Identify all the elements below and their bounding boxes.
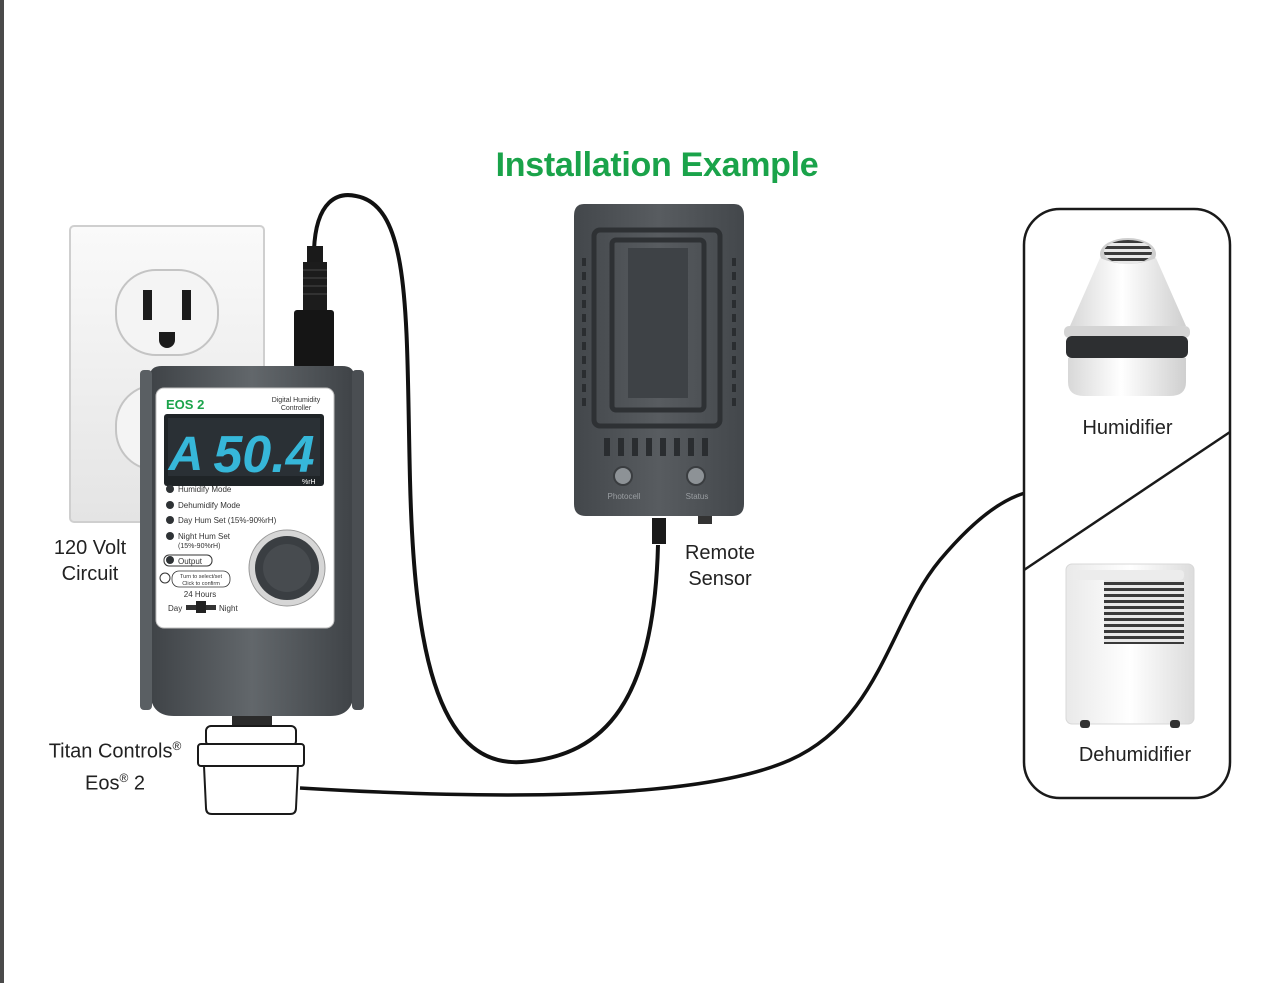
circuit-label-line1: 120 Volt bbox=[53, 537, 127, 559]
mode-list: Humidify Mode Dehumidify Mode Day Hum Se… bbox=[163, 485, 277, 567]
status-label: Status bbox=[686, 492, 709, 501]
jack-plug bbox=[294, 246, 334, 368]
titan-label-model: 2 bbox=[128, 772, 145, 795]
power-adapter bbox=[197, 725, 305, 815]
display-unit: %rH bbox=[302, 479, 316, 486]
controller-subtitle-2: Controller bbox=[281, 405, 312, 412]
mode-item: Day Hum Set (15%-90%rH) bbox=[178, 516, 277, 525]
sensor-label-line1: Remote bbox=[684, 542, 756, 564]
hours-label: 24 Hours bbox=[184, 590, 216, 599]
registered-mark: ® bbox=[172, 739, 182, 753]
page-title: Installation Example bbox=[495, 146, 819, 184]
titan-label-line2: Eos bbox=[85, 772, 120, 795]
controller-brand: EOS 2 bbox=[166, 397, 204, 412]
display-prefix: A bbox=[168, 428, 204, 481]
output-cable bbox=[299, 491, 1026, 797]
remote-sensor: Photocell Status bbox=[574, 204, 744, 544]
mode-item: Humidify Mode bbox=[178, 485, 232, 494]
sensor-vents bbox=[582, 258, 736, 456]
circuit-label: 120 Volt Circuit bbox=[28, 535, 152, 587]
night-range: (15%-90%rH) bbox=[178, 543, 220, 550]
mode-item: Night Hum Set bbox=[178, 532, 231, 541]
knob-icon bbox=[248, 529, 326, 607]
mode-item: Dehumidify Mode bbox=[178, 501, 241, 510]
status-led-icon bbox=[686, 466, 706, 486]
photocell-label: Photocell bbox=[608, 492, 641, 501]
eos2-controller: EOS 2 Digital Humidity Controller A 50.4… bbox=[140, 366, 364, 728]
night-label: Night bbox=[219, 604, 238, 613]
registered-mark: ® bbox=[119, 770, 129, 785]
turn-hint-2: Click to confirm bbox=[182, 581, 220, 587]
sensor-cable bbox=[312, 193, 660, 765]
sensor-label: Remote Sensor bbox=[660, 540, 780, 592]
turn-select-hint: Turn to select/set Click to confirm bbox=[159, 570, 231, 588]
humidifier-icon bbox=[1064, 238, 1190, 396]
controller-subtitle-1: Digital Humidity bbox=[272, 397, 321, 404]
humidifier-label: Humidifier bbox=[1082, 417, 1173, 439]
left-border bbox=[0, 0, 4, 983]
photocell-icon bbox=[613, 466, 633, 486]
dehumidifier-label: Dehumidifier bbox=[1078, 744, 1192, 766]
circuit-label-line2: Circuit bbox=[61, 563, 119, 585]
controller-label: Titan Controls® Eos® 2 bbox=[20, 733, 210, 796]
output-label: Output bbox=[178, 557, 203, 566]
display-value: 50.4 bbox=[213, 426, 314, 484]
sensor-label-line2: Sensor bbox=[688, 568, 752, 590]
titan-label-line1: Titan Controls bbox=[48, 740, 173, 763]
day-label: Day bbox=[168, 604, 182, 613]
turn-hint-1: Turn to select/set bbox=[180, 574, 222, 580]
dehumidifier-icon bbox=[1065, 563, 1195, 728]
